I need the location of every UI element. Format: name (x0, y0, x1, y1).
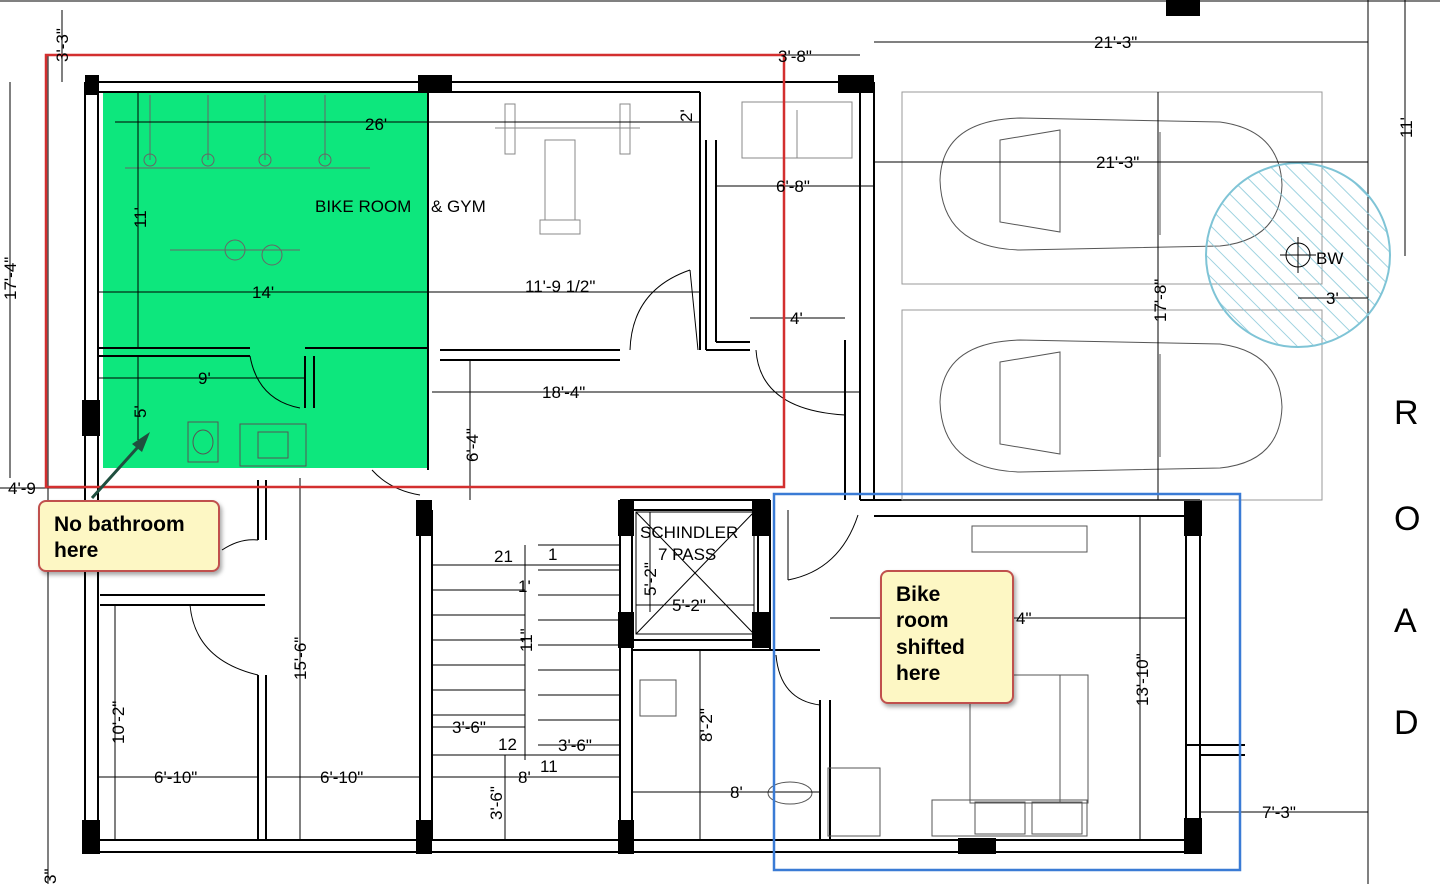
dimension-label: 21'-3" (1096, 153, 1139, 172)
dimension-label: 4'-9 (8, 479, 36, 498)
dimension-label: 11" (517, 628, 536, 652)
dimension-label: 21'-3" (1094, 33, 1137, 52)
removed-bike-room-frame (44, 53, 786, 489)
dimension-label: 3'-6" (452, 718, 486, 737)
dimension-label: 26' (365, 115, 387, 134)
dimension-label: 1' (518, 577, 531, 596)
dimension-label: 3'-6" (487, 786, 506, 820)
structural-columns (82, 0, 1202, 854)
dimension-label: 3" (41, 869, 60, 884)
dimension-label: 11' (131, 207, 150, 228)
dimension-label: 8' (518, 768, 531, 787)
washbasin-icon (239, 423, 307, 467)
dimension-label: 2' (677, 109, 696, 122)
interior-walls (98, 92, 1245, 852)
dimension-label: 7'-3" (1262, 803, 1296, 822)
washbasin-icon (639, 679, 677, 717)
stair-number: 1 (548, 545, 557, 564)
dimension-label: 14' (252, 283, 274, 302)
callout-text: No bathroom here (54, 513, 185, 563)
callout-arrowhead-icon (132, 432, 150, 452)
wc-icon (767, 781, 813, 805)
dimension-label: 17'-8" (1151, 279, 1170, 322)
dimension-label: 6'-8" (776, 177, 810, 196)
road-letter: R (1394, 394, 1419, 432)
wc-icon (187, 421, 219, 463)
road-letter: D (1394, 704, 1419, 742)
dimension-label: 6'-10" (154, 768, 197, 787)
dimension-label: 5'-2" (672, 596, 706, 615)
dimension-labels: 3'-3" 3'-8" 21'-3" 11' 26' 2' 21'-3" 6'-… (1, 28, 1416, 884)
dimension-label: 9' (198, 369, 211, 388)
bike-room-label: BIKE ROOM (315, 197, 411, 216)
stair-number: 11 (540, 757, 558, 776)
dimension-label: 10'-2" (109, 701, 128, 744)
road-letter: O (1394, 500, 1420, 538)
no-bathroom-callout: No bathroom here (38, 500, 220, 572)
dimension-label: 3'-3" (53, 28, 72, 62)
bed-icon (827, 525, 1089, 837)
stair-number: 12 (498, 735, 517, 754)
dimension-label: 3' (1326, 289, 1339, 308)
dimension-label: 8' (730, 783, 743, 802)
stair-number: 21 (494, 547, 513, 566)
gym-label: & GYM (431, 197, 486, 216)
dimension-label: 3'-6" (558, 736, 592, 755)
dimension-label: 13'-10" (1133, 653, 1152, 706)
dimension-label: 3'-8" (778, 47, 812, 66)
dimension-label: 15'-6" (291, 637, 310, 680)
road-letter: A (1394, 602, 1417, 640)
dimension-label: 6'-4" (463, 428, 482, 462)
dimension-lines (0, 0, 1406, 884)
dimension-label: 6'-10" (320, 768, 363, 787)
dimension-label: 4' (790, 309, 803, 328)
lift-label: SCHINDLER (640, 523, 738, 542)
lift-capacity-label: 7 PASS (658, 545, 716, 564)
new-bike-room-frame (772, 492, 1242, 872)
dimension-label: 11'-9 1/2" (525, 277, 595, 296)
bike-room-shifted-callout: Bike room shifted here (880, 570, 1014, 704)
bike-rack-icon (125, 95, 370, 266)
dimension-label: 5'-2" (641, 562, 660, 596)
sofa-icon (741, 101, 853, 159)
staircase (431, 544, 621, 756)
gym-equipment-icon (495, 103, 640, 235)
callout-text: Bike room shifted here (896, 583, 965, 685)
dimension-label: 4" (1016, 609, 1032, 628)
borewell-label: BW (1316, 249, 1343, 268)
car-icon (939, 339, 1283, 473)
dimension-label: 11' (1397, 117, 1416, 138)
dimension-label: 17'-4" (1, 257, 20, 300)
dimension-label: 8'-2" (697, 708, 716, 742)
lift-shaft (635, 511, 755, 635)
dimension-label: 18'-4" (542, 383, 585, 402)
dimension-label: 5' (131, 405, 150, 418)
